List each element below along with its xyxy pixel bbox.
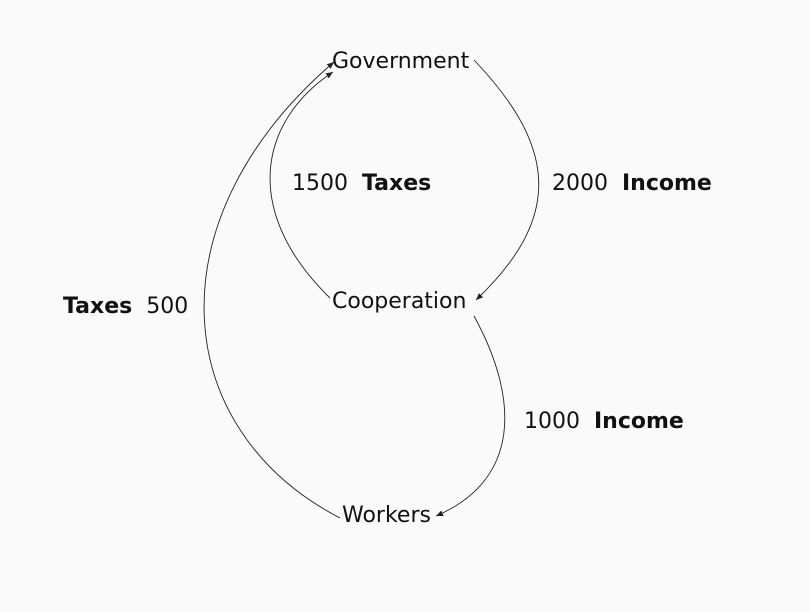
node-government: Government	[332, 49, 470, 74]
edge-type: Income	[622, 171, 712, 196]
edge-workers-to-government	[203, 61, 341, 519]
edge-label-government-cooperation: 2000 Income	[552, 173, 712, 195]
edge-cooperation-to-government	[269, 71, 334, 299]
edge-type: Taxes	[362, 171, 432, 196]
edge-type: Taxes	[63, 294, 133, 319]
edge-value: 1000	[524, 409, 580, 434]
edge-label-workers-government: Taxes 500	[63, 296, 188, 318]
edge-type: Income	[594, 409, 684, 434]
edge-label-cooperation-government: 1500 Taxes	[292, 173, 431, 195]
edge-value: 2000	[552, 171, 608, 196]
edge-value: 500	[146, 294, 189, 319]
edge-cooperation-to-workers	[435, 315, 506, 517]
edge-value: 1500	[292, 171, 348, 196]
node-cooperation: Cooperation	[332, 289, 467, 314]
edge-government-to-cooperation	[473, 59, 540, 301]
node-workers: Workers	[342, 503, 431, 528]
edge-label-cooperation-workers: 1000 Income	[524, 411, 684, 433]
